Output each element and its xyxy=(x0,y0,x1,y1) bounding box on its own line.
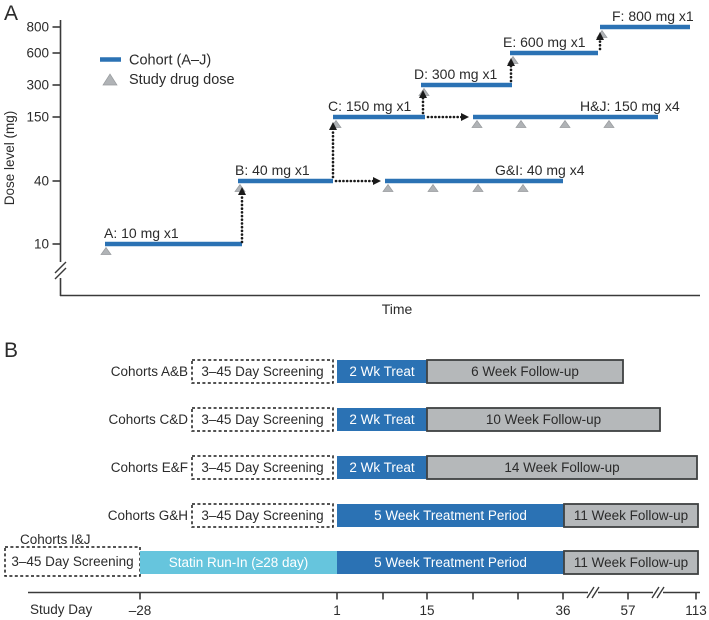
expansion-arrow-head xyxy=(373,177,381,185)
y-axis-break-icon xyxy=(54,267,67,280)
study-drug-dose-marker xyxy=(603,119,615,128)
screening-box xyxy=(191,503,334,528)
panel-b-label: B xyxy=(4,339,18,362)
y-axis-break-icon xyxy=(54,261,67,274)
screening-box xyxy=(191,455,334,480)
escalation-arrow-head xyxy=(596,32,604,40)
panel-a-label: A xyxy=(4,2,18,25)
treatment-box xyxy=(337,504,564,527)
cohort-dose-label: F: 800 mg x1 xyxy=(612,8,694,24)
screening-box xyxy=(191,407,334,432)
followup-box-label: 10 Week Follow-up xyxy=(486,412,601,427)
escalation-arrow-head xyxy=(507,58,515,66)
axis-break-icon xyxy=(591,586,600,599)
study-drug-dose-marker xyxy=(471,119,483,128)
treatment-box-label: 2 Wk Treat xyxy=(349,412,415,427)
escalation-arrow-head xyxy=(238,187,246,195)
cohort-dose-label: C: 150 mg x1 xyxy=(328,98,411,114)
treatment-box-label: 2 Wk Treat xyxy=(349,364,415,379)
cohort-dose-label: B: 40 mg x1 xyxy=(235,162,310,178)
study-drug-dose-marker xyxy=(515,119,527,128)
treatment-box xyxy=(337,408,427,431)
followup-box xyxy=(563,550,699,575)
treatment-box xyxy=(337,456,427,479)
followup-box xyxy=(426,407,661,432)
expansion-arrow-head xyxy=(461,113,469,121)
followup-box xyxy=(563,503,699,528)
escalation-arrow-head xyxy=(329,122,337,130)
treatment-box xyxy=(337,360,427,383)
cohort-row-label: Cohorts I&J xyxy=(20,532,91,547)
followup-box-label: 6 Week Follow-up xyxy=(471,364,579,379)
cohort-dose-label: E: 600 mg x1 xyxy=(503,34,586,50)
cohort-row-label: Cohorts E&F xyxy=(111,460,188,475)
study-drug-dose-marker xyxy=(559,119,571,128)
y-tick-label: 300 xyxy=(26,78,49,93)
cohort-dose-label: D: 300 mg x1 xyxy=(414,66,497,82)
escalation-arrow-head xyxy=(419,90,427,98)
treatment-box xyxy=(337,551,564,574)
screening-box-label: 3–45 Day Screening xyxy=(201,364,323,379)
treatment-box-label: 5 Week Treatment Period xyxy=(374,508,527,523)
study-day-tick-label: 57 xyxy=(620,603,635,618)
x-axis-title: Time xyxy=(382,301,413,317)
cohort-row-label: Cohorts C&D xyxy=(108,412,188,427)
axis-break-icon xyxy=(656,586,665,599)
study-day-axis-title: Study Day xyxy=(30,602,93,617)
followup-box xyxy=(426,455,698,480)
study-drug-dose-marker xyxy=(427,183,439,192)
study-drug-dose-marker xyxy=(472,183,484,192)
screening-box xyxy=(191,359,334,384)
cohort-row-label: Cohorts A&B xyxy=(111,364,188,379)
screening-box xyxy=(4,546,141,577)
legend-dose-triangle-marker xyxy=(102,73,118,86)
y-axis-title: Dose level (mg) xyxy=(2,111,17,206)
cohort-dose-label: H&J: 150 mg x4 xyxy=(580,98,680,114)
y-tick-label: 10 xyxy=(34,237,49,252)
followup-box xyxy=(426,359,624,384)
axis-break-icon xyxy=(586,586,595,599)
cohort-row-label: Cohorts G&H xyxy=(108,508,188,523)
study-drug-dose-marker xyxy=(382,183,394,192)
runin-box xyxy=(140,551,337,574)
y-tick-label: 150 xyxy=(26,110,49,125)
followup-box-label: 11 Week Follow-up xyxy=(574,555,688,570)
study-day-tick-label: 113 xyxy=(685,603,707,618)
runin-box-label: Statin Run-In (≥28 day) xyxy=(169,555,308,570)
study-day-tick-label: 15 xyxy=(419,603,434,618)
axis-break-mask xyxy=(653,587,663,598)
study-drug-dose-marker xyxy=(517,183,529,192)
study-day-tick-label: 36 xyxy=(555,603,570,618)
study-day-tick-label: –28 xyxy=(129,603,152,618)
treatment-box-label: 2 Wk Treat xyxy=(349,460,415,475)
treatment-box-label: 5 Week Treatment Period xyxy=(374,555,527,570)
legend-dose-label: Study drug dose xyxy=(129,72,235,88)
followup-box-label: 11 Week Follow-up xyxy=(574,508,688,523)
study-day-tick-label: 1 xyxy=(333,603,341,618)
followup-box-label: 14 Week Follow-up xyxy=(504,460,619,475)
cohort-dose-label: A: 10 mg x1 xyxy=(104,225,179,241)
y-tick-label: 40 xyxy=(34,174,49,189)
legend-cohort-label: Cohort (A–J) xyxy=(129,53,211,69)
y-tick-label: 800 xyxy=(26,20,49,35)
cohort-dose-label: G&I: 40 mg x4 xyxy=(495,162,585,178)
y-tick-label: 600 xyxy=(26,46,49,61)
axis-break-icon xyxy=(651,586,660,599)
screening-box-label: 3–45 Day Screening xyxy=(201,412,323,427)
axis-break-mask xyxy=(588,587,598,598)
screening-box-label: 3–45 Day Screening xyxy=(201,508,323,523)
screening-box-label: 3–45 Day Screening xyxy=(201,460,323,475)
study-drug-dose-marker xyxy=(100,246,112,255)
screening-box-label: 3–45 Day Screening xyxy=(11,554,133,569)
